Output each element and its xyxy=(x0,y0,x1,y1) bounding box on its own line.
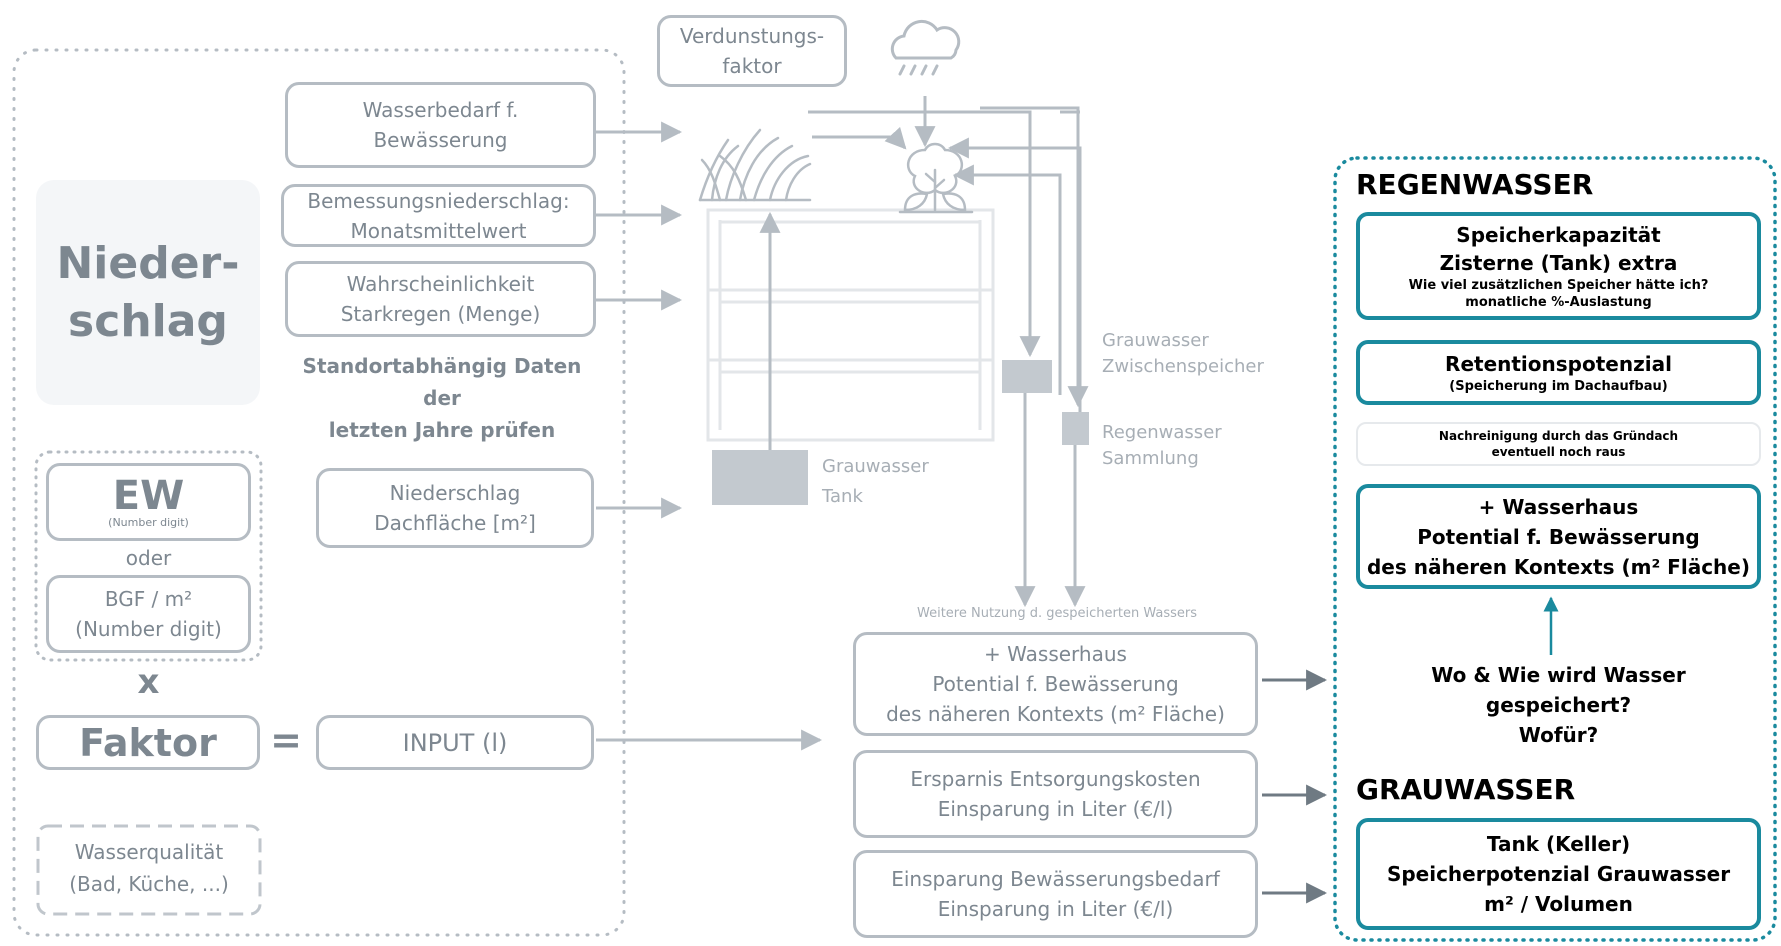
einsparung-box[interactable]: Einsparung Bewässerungsbedarf Einsparung… xyxy=(853,850,1258,938)
bgf-sub-label: (Number digit) xyxy=(75,617,222,641)
speicher-title: Speicherkapazität Zisterne (Tank) extra xyxy=(1439,223,1678,275)
regenwasser-title: REGENWASSER xyxy=(1356,168,1594,201)
bgf-label: BGF / m² xyxy=(104,587,193,611)
grauwasser-tank-shape xyxy=(712,450,808,505)
input-box[interactable]: INPUT (l) xyxy=(316,715,594,770)
tank-box[interactable]: Tank (Keller) Speicherpotenzial Grauwass… xyxy=(1356,818,1761,930)
left-frame xyxy=(12,48,626,937)
niederschlag-label: Nieder- schlag xyxy=(56,237,240,347)
grauwasser-zwischen-shape xyxy=(1002,360,1052,393)
nachreinigung-label: Nachreinigung durch das Gründach eventue… xyxy=(1438,429,1679,459)
building-structure xyxy=(706,208,995,442)
grauwasser-tank-label: Grauwasser Tank xyxy=(822,456,929,507)
equals-sign: = xyxy=(270,718,302,762)
verdunstung-label: Verdunstungs- faktor xyxy=(679,24,825,78)
bemessung-box[interactable]: Bemessungsniederschlag: Monatsmittelwert xyxy=(281,184,596,247)
nachreinigung-box[interactable]: Nachreinigung durch das Gründach eventue… xyxy=(1356,422,1761,466)
right-wasserhaus-box[interactable]: + Wasserhaus Potential f. Bewässerung de… xyxy=(1356,484,1761,589)
speicher-box[interactable]: Speicherkapazität Zisterne (Tank) extra … xyxy=(1356,212,1761,320)
right-frame xyxy=(1333,156,1777,942)
starkregen-label: Wahrscheinlichkeit Starkregen (Menge) xyxy=(340,272,541,326)
question-label: Wo & Wie wird Wasser gespeichert? Wofür? xyxy=(1431,663,1686,747)
right-wasserhaus-label: + Wasserhaus Potential f. Bewässerung de… xyxy=(1366,494,1750,579)
grauwasser-title: GRAUWASSER xyxy=(1356,773,1576,806)
grass-icon xyxy=(698,128,812,202)
ew-label: EW xyxy=(112,472,185,519)
ew-box[interactable]: EW (Number digit) xyxy=(46,463,251,541)
input-label: INPUT (l) xyxy=(402,728,508,757)
ersparnis-label: Ersparnis Entsorgungskosten Einsparung i… xyxy=(910,767,1201,821)
ew-sub-label: (Number digit) xyxy=(108,515,189,529)
niederschlag-card: Nieder- schlag xyxy=(36,180,260,405)
bemessung-label: Bemessungsniederschlag: Monatsmittelwert xyxy=(307,188,570,243)
tank-label: Tank (Keller) Speicherpotenzial Grauwass… xyxy=(1386,832,1731,916)
wasserbedarf-box[interactable]: Wasserbedarf f. Bewässerung xyxy=(285,82,596,168)
regenwasser-sammlung-label: Regenwasser Sammlung xyxy=(1102,422,1222,469)
bgf-box[interactable]: BGF / m² (Number digit) xyxy=(46,575,251,653)
einsparung-label: Einsparung Bewässerungsbedarf Einsparung… xyxy=(891,867,1220,921)
standort-note: Standortabhängig Daten der letzten Jahre… xyxy=(302,354,582,442)
regenwasser-sammlung-shape xyxy=(1062,412,1089,445)
retention-sub: (Speicherung im Dachaufbau) xyxy=(1449,379,1668,394)
output-wasserhaus-label: + Wasserhaus Potential f. Bewässerung de… xyxy=(886,642,1225,726)
faktor-box[interactable]: Faktor xyxy=(36,715,260,770)
ersparnis-box[interactable]: Ersparnis Entsorgungskosten Einsparung i… xyxy=(853,750,1258,838)
wasserqualitaet-label: Wasserqualität (Bad, Küche, ...) xyxy=(69,840,229,896)
cloud-rain-icon xyxy=(890,20,961,76)
starkregen-box[interactable]: Wahrscheinlichkeit Starkregen (Menge) xyxy=(285,261,596,337)
dachflaeche-label: Niederschlag Dachfläche [m²] xyxy=(374,481,536,535)
retention-box[interactable]: Retentionspotenzial (Speicherung im Dach… xyxy=(1356,340,1761,405)
grauwasser-zwischen-label: Grauwasser Zwischenspeicher xyxy=(1102,330,1264,377)
faktor-label: Faktor xyxy=(79,720,217,765)
dachflaeche-box[interactable]: Niederschlag Dachfläche [m²] xyxy=(316,468,594,548)
wasserqualitaet-frame xyxy=(36,824,262,916)
plant-icon xyxy=(898,142,974,214)
output-wasserhaus-box[interactable]: + Wasserhaus Potential f. Bewässerung de… xyxy=(853,632,1258,736)
retention-title: Retentionspotenzial xyxy=(1445,352,1672,376)
verdunstung-box[interactable]: Verdunstungs- faktor xyxy=(657,15,847,87)
weitere-nutzung-label: Weitere Nutzung d. gespeicherten Wassers xyxy=(917,606,1197,621)
speicher-sub: Wie viel zusätzlichen Speicher hätte ich… xyxy=(1408,278,1709,310)
multiply-sign: x xyxy=(137,662,160,702)
wasserbedarf-label: Wasserbedarf f. Bewässerung xyxy=(362,98,519,152)
ew-frame xyxy=(34,450,263,662)
oder-label: oder xyxy=(125,546,172,570)
